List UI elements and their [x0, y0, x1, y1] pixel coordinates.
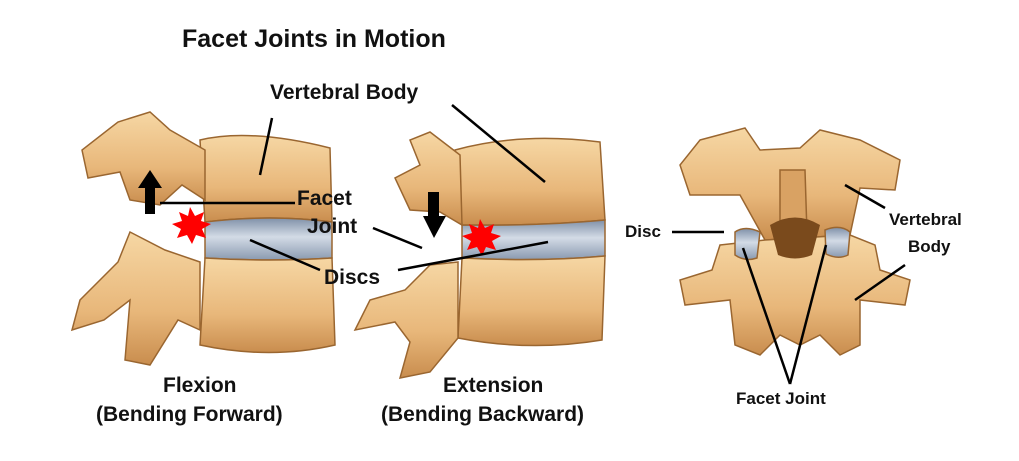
label-discs: Discs	[324, 266, 381, 289]
posterior-vertebrae	[679, 127, 911, 356]
posterior-canal-shadow	[770, 217, 820, 259]
extension-upper-processes	[394, 131, 463, 227]
arrow-up-icon	[138, 170, 162, 214]
extension-upper-vertebral-body	[454, 137, 606, 226]
extension-vertebrae	[353, 131, 606, 379]
flexion-lower-processes	[70, 230, 201, 366]
extension-lower-processes	[353, 261, 459, 379]
label-vertebral: Vertebral	[889, 210, 962, 229]
pain-burst-icon	[172, 207, 211, 244]
label-joint: Joint	[307, 215, 358, 238]
leader-facet-joint-b	[788, 244, 828, 385]
label-facet-joint: Facet Joint	[736, 389, 826, 408]
flexion-upper-processes	[81, 111, 206, 206]
leader-discs-right	[397, 240, 549, 272]
leader-vertebral-body-left	[258, 117, 274, 176]
posterior-left-facet	[734, 227, 761, 261]
leader-facet-joint-a	[741, 247, 792, 385]
flexion-lower-vertebral-body	[199, 257, 336, 354]
diagram-title: Facet Joints in Motion	[182, 25, 446, 53]
label-facet: Facet	[297, 187, 352, 210]
leader-vertebral-body-right	[451, 104, 546, 183]
label-extension-sub: (Bending Backward)	[381, 403, 585, 426]
flexion-vertebrae	[70, 111, 336, 366]
posterior-right-facet	[824, 226, 851, 258]
pain-burst-icon	[462, 219, 501, 256]
label-flexion: Flexion	[163, 374, 237, 397]
label-flexion-sub: (Bending Forward)	[96, 403, 283, 426]
extension-lower-vertebral-body	[457, 255, 606, 347]
label-extension: Extension	[443, 374, 544, 397]
leader-joint-right	[372, 226, 423, 250]
leader-discs-left	[249, 238, 321, 272]
leader-vertebral-posterior	[844, 183, 886, 210]
posterior-lower-vertebra	[679, 234, 911, 356]
leader-body-posterior	[854, 263, 906, 302]
label-disc: Disc	[625, 222, 661, 241]
leader-lines	[160, 104, 906, 385]
label-body: Body	[908, 237, 951, 256]
label-vertebral-body: Vertebral Body	[270, 81, 419, 104]
arrow-down-icon	[423, 192, 446, 238]
